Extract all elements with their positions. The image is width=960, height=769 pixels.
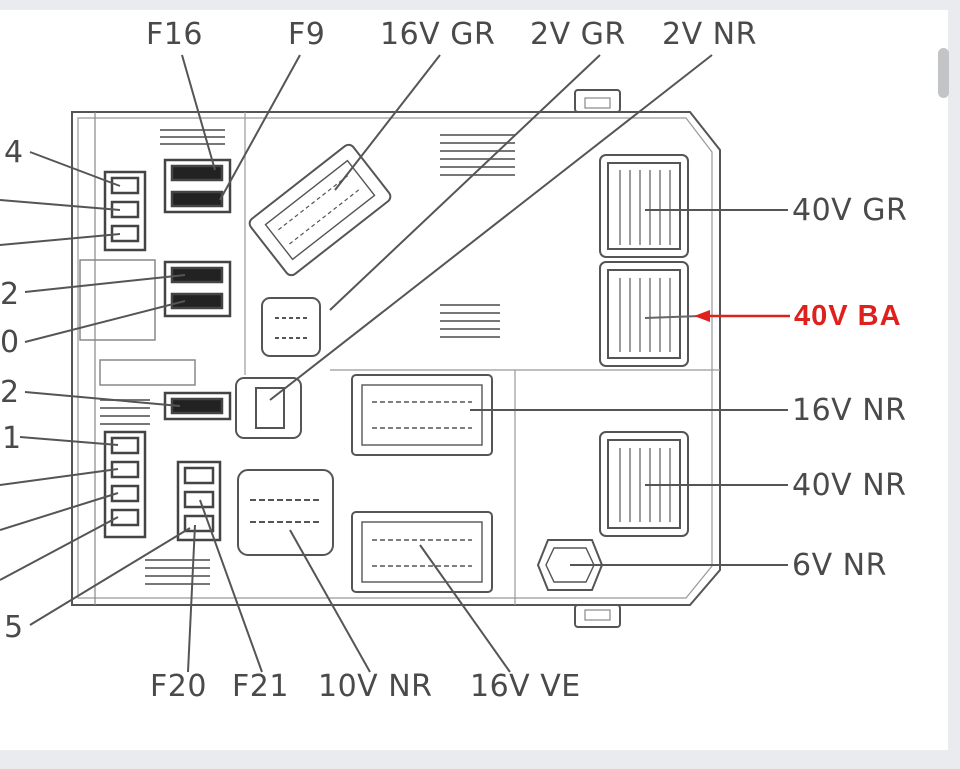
mount-tab-top [574, 89, 621, 113]
label-left-5: 5 [4, 610, 24, 645]
scrollbar-track[interactable] [934, 40, 952, 750]
fuse-group-mid [163, 260, 232, 318]
label-f9: F9 [288, 17, 326, 52]
mount-tab-bottom [574, 604, 621, 628]
label-left-2: 2 [0, 277, 20, 312]
label-16v-ve: 16V VE [470, 669, 581, 704]
connector-40v-gr [599, 154, 689, 258]
fuse-group-left-top [103, 170, 147, 252]
fuse-group-f20-f21 [176, 460, 222, 542]
connector-6v-nr [536, 539, 604, 591]
label-40v-gr: 40V GR [792, 193, 908, 228]
label-f21: F21 [232, 669, 289, 704]
fuse-single [163, 391, 232, 421]
highlight-arrow [694, 310, 790, 322]
label-left-2b: 2 [0, 375, 20, 410]
label-40v-ba-highlighted: 40V BA [794, 300, 902, 332]
label-f20: F20 [150, 669, 207, 704]
fusebox-outline [71, 111, 721, 606]
connector-16v-ve [351, 511, 493, 593]
label-f16: F16 [146, 17, 203, 52]
label-left-4: 4 [4, 135, 24, 170]
label-16v-nr: 16V NR [792, 393, 907, 428]
label-2v-gr: 2V GR [530, 17, 626, 52]
label-6v-nr: 6V NR [792, 548, 887, 583]
label-16v-gr-top: 16V GR [380, 17, 496, 52]
connector-small-upper [261, 297, 321, 357]
connector-16v-gr [248, 143, 392, 277]
connector-10v-nr [237, 469, 334, 556]
label-40v-nr: 40V NR [792, 468, 907, 503]
connector-small-lower [235, 377, 302, 439]
scrollbar-thumb[interactable] [938, 48, 949, 98]
fuse-box-diagram [0, 54, 790, 673]
label-left-0: 0 [0, 325, 20, 360]
image-canvas [0, 10, 948, 750]
fuse-group-f16-f9 [163, 158, 232, 214]
label-2v-nr: 2V NR [662, 17, 757, 52]
connector-40v-ba [599, 261, 689, 367]
fuse-group-left-bottom [103, 430, 147, 539]
label-10v-nr: 10V NR [318, 669, 433, 704]
label-left-1: 1 [2, 421, 22, 456]
connector-16v-nr [351, 374, 493, 456]
